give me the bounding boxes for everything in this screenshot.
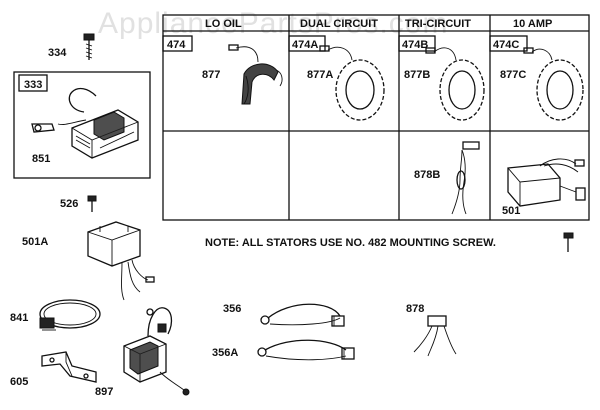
bracket-605-drawing xyxy=(41,351,97,383)
header-tri-circuit: TRI-CIRCUIT xyxy=(405,18,471,30)
callout-877b: 877B xyxy=(404,69,430,81)
table-frame xyxy=(162,14,590,221)
wire-878-drawing xyxy=(413,315,457,357)
callout-333: 333 xyxy=(24,79,42,91)
stator-877a-drawing xyxy=(319,45,385,121)
callout-841: 841 xyxy=(10,312,28,324)
callout-501: 501 xyxy=(502,205,520,217)
header-10-amp: 10 AMP xyxy=(513,18,552,30)
note-text: NOTE: ALL STATORS USE NO. 482 MOUNTING S… xyxy=(205,237,496,249)
callout-501a: 501A xyxy=(22,236,48,248)
callout-605: 605 xyxy=(10,376,28,388)
wire-878b-drawing xyxy=(451,141,480,215)
wire-356-drawing xyxy=(260,303,345,327)
callout-877c: 877C xyxy=(500,69,526,81)
callout-897: 897 xyxy=(95,386,113,398)
box-474-frame xyxy=(162,35,193,52)
armature-333-drawing xyxy=(31,87,139,159)
stator-877b-drawing xyxy=(425,47,485,121)
header-dual-circuit: DUAL CIRCUIT xyxy=(300,18,378,30)
callout-878: 878 xyxy=(406,303,424,315)
wire-356a-drawing xyxy=(257,339,355,361)
box-333-label-frame xyxy=(18,74,48,92)
stator-877-drawing xyxy=(228,44,283,105)
callout-877a: 877A xyxy=(307,69,333,81)
regulator-501a-drawing xyxy=(87,221,155,301)
clamp-841-drawing xyxy=(39,299,101,331)
callout-334: 334 xyxy=(48,47,67,59)
box-474c-frame xyxy=(489,35,528,52)
screw-334-drawing xyxy=(83,33,95,60)
watermark-text: AppliancePartsPros.com xyxy=(98,7,448,40)
header-lo-oil: LO OIL xyxy=(205,18,242,30)
callout-851: 851 xyxy=(32,153,50,165)
callout-526: 526 xyxy=(60,198,78,210)
box-474a-label: 474A xyxy=(292,39,318,51)
box-474b-frame xyxy=(398,35,436,52)
screw-526-drawing xyxy=(87,195,97,212)
box-474b-label: 474B xyxy=(402,39,428,51)
callout-878b: 878B xyxy=(414,169,440,181)
stator-877c-drawing xyxy=(523,47,584,121)
box-474a-frame xyxy=(288,35,326,52)
screw-482-icon xyxy=(563,232,574,252)
callout-356a: 356A xyxy=(212,347,238,359)
box-474c-label: 474C xyxy=(493,39,519,51)
callout-356: 356 xyxy=(223,303,241,315)
box-333-frame xyxy=(13,71,151,179)
regulator-501-drawing xyxy=(507,158,586,207)
coil-897-drawing xyxy=(123,307,190,396)
box-474-label: 474 xyxy=(167,39,186,51)
stator-table: LO OIL DUAL CIRCUIT TRI-CIRCUIT 10 AMP 4… xyxy=(162,14,590,221)
callout-877: 877 xyxy=(202,69,220,81)
